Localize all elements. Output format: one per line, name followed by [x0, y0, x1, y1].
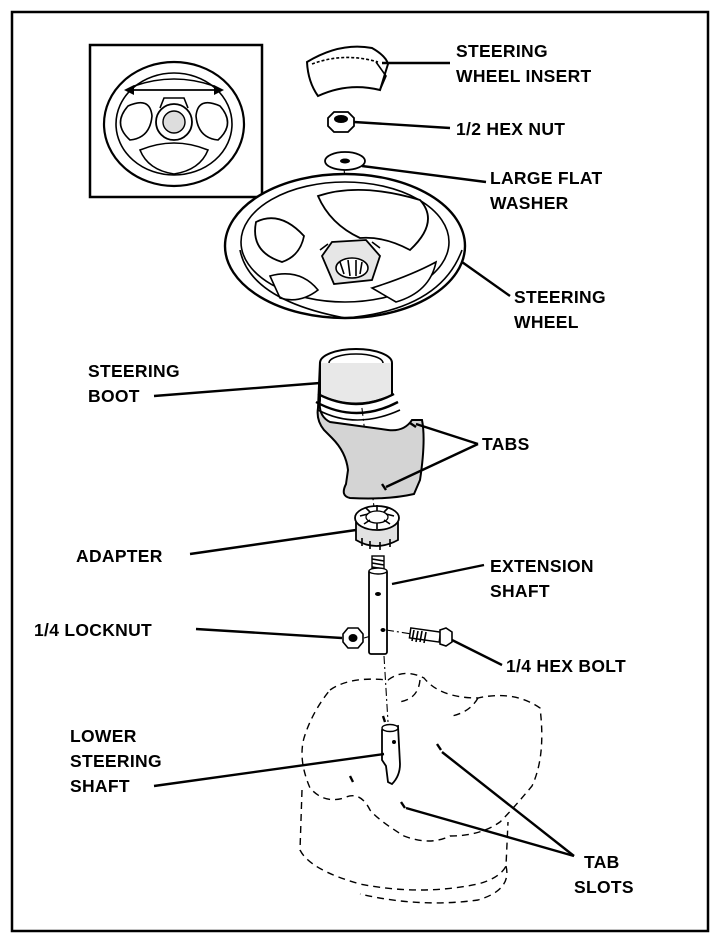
label-lower-steering-shaft: LOWER STEERING SHAFT [70, 726, 167, 796]
leader-tab-slots-lower [405, 806, 575, 858]
label-quarter-locknut: 1/4 LOCKNUT [34, 620, 152, 640]
label-large-flat-washer: LARGE FLAT WASHER [490, 168, 608, 213]
bolt-axis [385, 629, 413, 635]
label-quarter-hex-bolt: 1/4 HEX BOLT [506, 656, 626, 676]
label-half-hex-nut: 1/2 HEX NUT [456, 119, 565, 139]
half-hex-nut-part [327, 111, 355, 133]
leader-quarter-locknut [195, 627, 343, 640]
leader-extension-shaft [391, 563, 485, 586]
label-adapter: ADAPTER [76, 546, 163, 566]
leader-tabs-lower [385, 442, 479, 489]
center-axis-lower [383, 655, 389, 723]
label-steering-wheel-insert: STEERING WHEEL INSERT [456, 41, 592, 86]
label-steering-boot: STEERING BOOT [88, 361, 185, 406]
leader-adapter [189, 528, 357, 556]
quarter-locknut-part [342, 627, 364, 649]
leader-tab-slots-upper [441, 751, 575, 857]
label-tab-slots: TAB SLOTS [574, 852, 634, 897]
lower-housing-part [299, 672, 543, 904]
steering-boot-part [315, 348, 425, 500]
adapter-part [354, 505, 400, 550]
extension-shaft-part [368, 555, 388, 655]
label-extension-shaft: EXTENSION SHAFT [490, 556, 599, 601]
leader-steering-boot [153, 381, 321, 398]
leader-large-flat-washer [361, 164, 487, 184]
leader-steering-wheel [461, 261, 511, 297]
label-tabs: TABS [482, 434, 530, 454]
steering-wheel-part [223, 172, 467, 320]
steering-wheel-insert-part [305, 45, 390, 98]
leader-tabs-upper [415, 422, 479, 446]
large-flat-washer-part [324, 151, 366, 171]
inset-detail-view [88, 43, 264, 199]
leader-half-hex-nut [353, 120, 451, 130]
leader-quarter-hex-bolt [451, 638, 503, 667]
quarter-hex-bolt-part [408, 627, 453, 647]
leader-lower-steering-shaft [153, 752, 385, 788]
lower-steering-shaft-part [381, 723, 401, 786]
label-steering-wheel: STEERING WHEEL [514, 287, 611, 332]
